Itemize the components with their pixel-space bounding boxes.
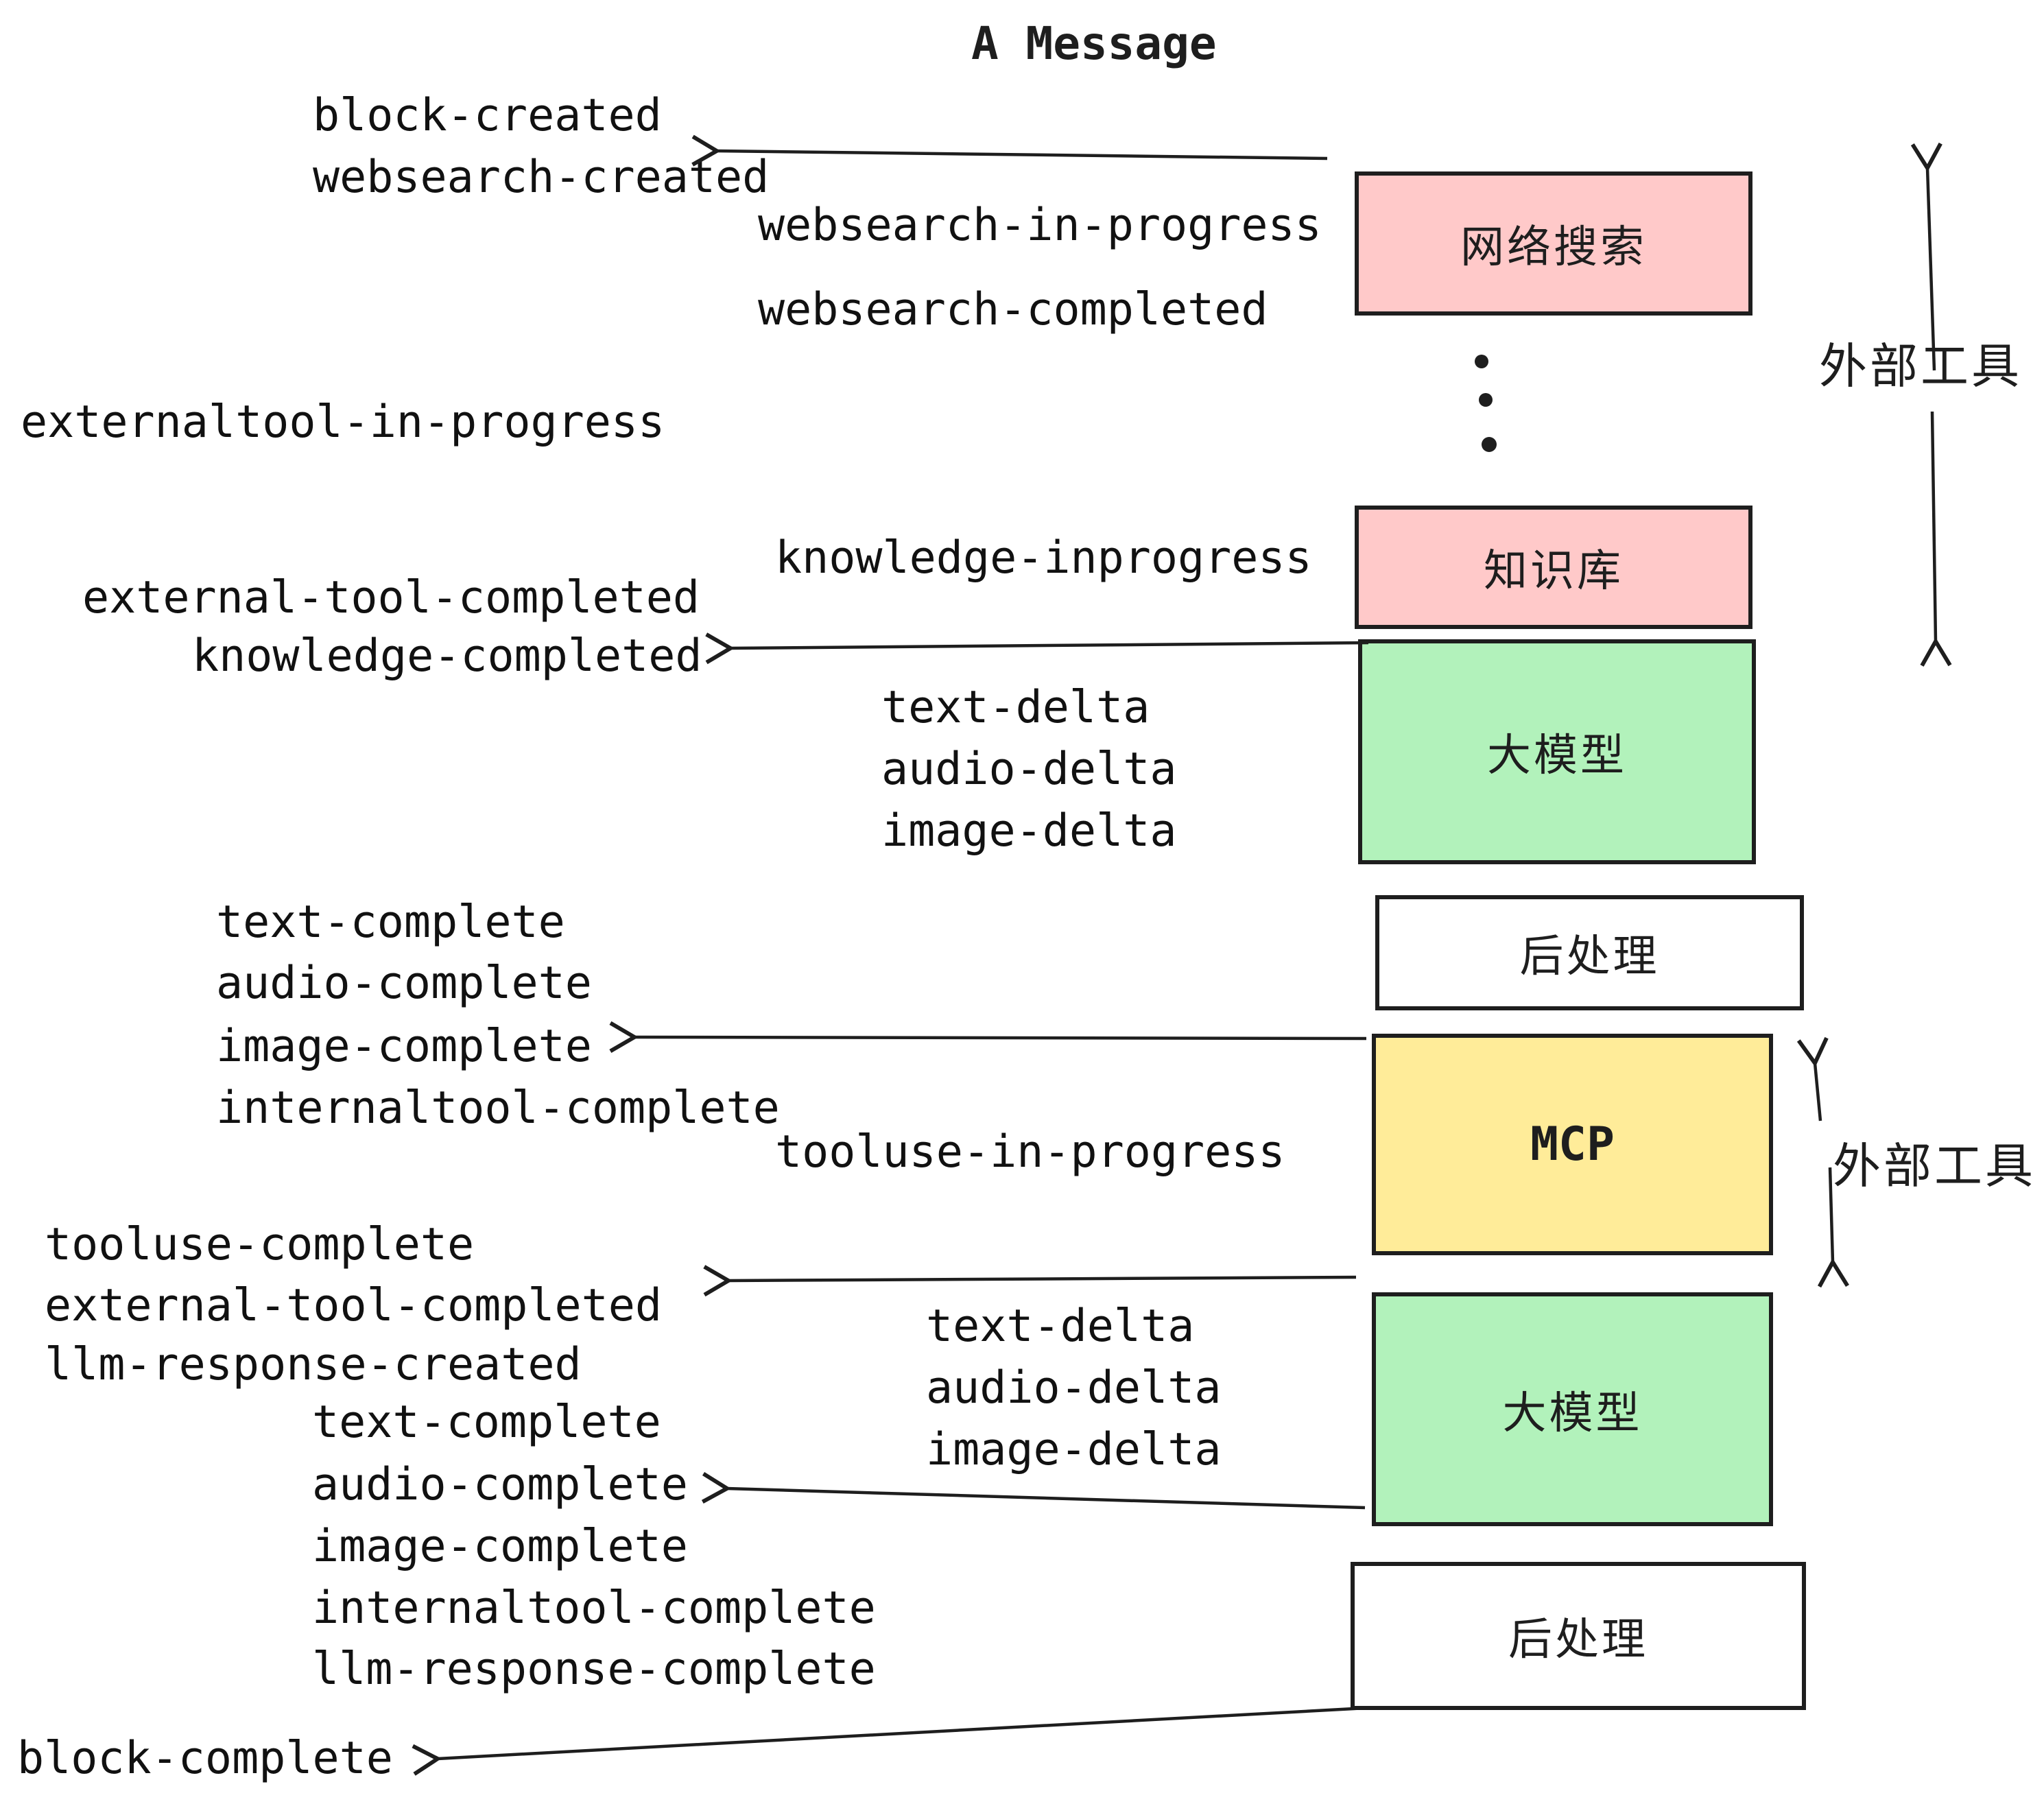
box-llm-2-label: 大模型 <box>1502 1388 1643 1439</box>
event-tooluse-in-progress: tooluse-in-progress <box>775 1126 1285 1178</box>
event-text-complete-1: text-complete <box>216 897 565 948</box>
box-llm-2: 大模型 <box>1372 1292 1773 1526</box>
box-websearch: 网络搜索 <box>1355 171 1752 316</box>
box-mcp-label: MCP <box>1530 1117 1615 1172</box>
box-postprocess-2-label: 后处理 <box>1508 1615 1648 1665</box>
event-block-created: block-created <box>313 90 662 141</box>
arrow-websearch-to-block-created-icon <box>691 134 1328 167</box>
ellipsis-dots-icon <box>1475 355 1497 452</box>
box-llm-1: 大模型 <box>1358 639 1756 864</box>
box-postprocess-1: 后处理 <box>1375 895 1804 1010</box>
event-audio-delta-2: audio-delta <box>926 1362 1222 1414</box>
event-text-complete-2: text-complete <box>312 1397 661 1448</box>
event-audio-complete-1: audio-complete <box>216 958 592 1009</box>
event-internaltool-complete-1: internaltool-complete <box>216 1082 780 1134</box>
arrow-to-audio-complete-icon <box>701 1471 1366 1510</box>
box-mcp: MCP <box>1372 1034 1773 1255</box>
event-external-tool-completed-2: external-tool-completed <box>45 1280 663 1331</box>
box-llm-1-label: 大模型 <box>1487 731 1627 781</box>
event-audio-complete-2: audio-complete <box>312 1459 688 1510</box>
arrow-to-block-complete-icon <box>412 1706 1367 1776</box>
event-websearch-completed: websearch-completed <box>758 284 1268 335</box>
arrow-to-external-tool-completed-icon <box>703 1265 1357 1297</box>
box-websearch-label: 网络搜索 <box>1460 222 1647 273</box>
arrow-to-knowledge-completed-icon <box>705 632 1369 665</box>
event-llm-response-created: llm-response-created <box>45 1339 582 1390</box>
event-image-complete-1: image-complete <box>216 1021 592 1072</box>
external-tools-span-down-arrow-icon <box>1920 411 1952 667</box>
event-internaltool-complete-2: internaltool-complete <box>312 1582 876 1634</box>
event-externaltool-in-progress: externaltool-in-progress <box>21 396 665 448</box>
side-label-external-tools-bottom: 外部工具 <box>1833 1138 2036 1194</box>
box-postprocess-2: 后处理 <box>1351 1562 1806 1710</box>
event-knowledge-inprogress: knowledge-inprogress <box>775 532 1312 584</box>
event-audio-delta-1: audio-delta <box>881 744 1177 795</box>
event-image-complete-2: image-complete <box>312 1521 688 1572</box>
event-external-tool-completed-1: external-tool-completed <box>82 572 700 624</box>
event-block-complete: block-complete <box>17 1733 393 1784</box>
event-text-delta-1: text-delta <box>881 682 1150 733</box>
arrow-to-image-complete-icon <box>609 1021 1367 1053</box>
side-label-external-tools-top: 外部工具 <box>1819 338 2022 394</box>
event-image-delta-1: image-delta <box>881 805 1177 857</box>
box-postprocess-1-label: 后处理 <box>1519 931 1660 982</box>
mcp-span-up-arrow-icon <box>1796 1036 1829 1121</box>
diagram-title: A Message <box>971 17 1217 70</box>
event-llm-response-complete: llm-response-complete <box>312 1643 876 1695</box>
event-knowledge-completed: knowledge-completed <box>192 630 702 682</box>
box-knowledge-label: 知识库 <box>1484 546 1624 597</box>
event-websearch-in-progress: websearch-in-progress <box>758 200 1322 251</box>
box-knowledge: 知识库 <box>1355 506 1752 629</box>
event-tooluse-complete: tooluse-complete <box>45 1219 475 1270</box>
event-websearch-created: websearch-created <box>313 152 770 203</box>
event-image-delta-2: image-delta <box>926 1424 1222 1475</box>
event-text-delta-2: text-delta <box>926 1301 1195 1352</box>
